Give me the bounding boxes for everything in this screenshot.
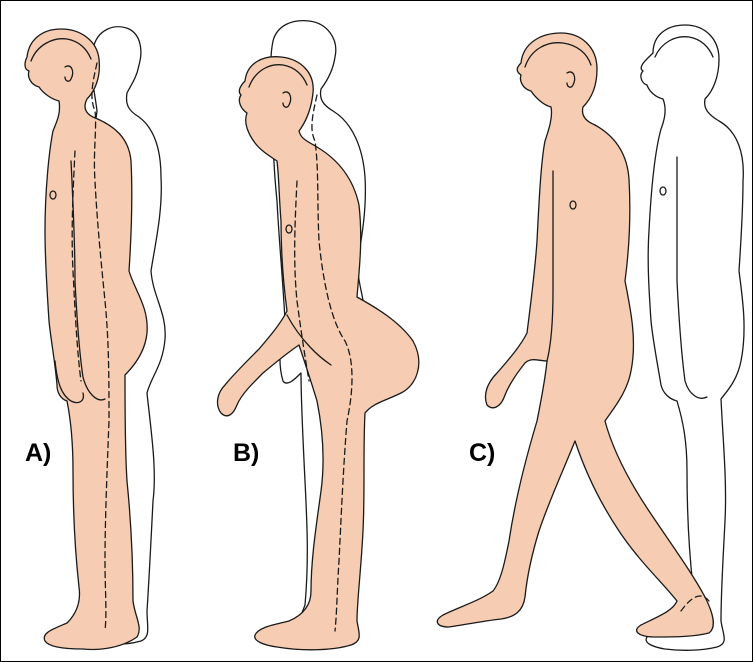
panel-label-b: B) (233, 441, 259, 466)
panel-label-a: A) (25, 441, 51, 466)
panel-label-c: C) (469, 441, 495, 466)
